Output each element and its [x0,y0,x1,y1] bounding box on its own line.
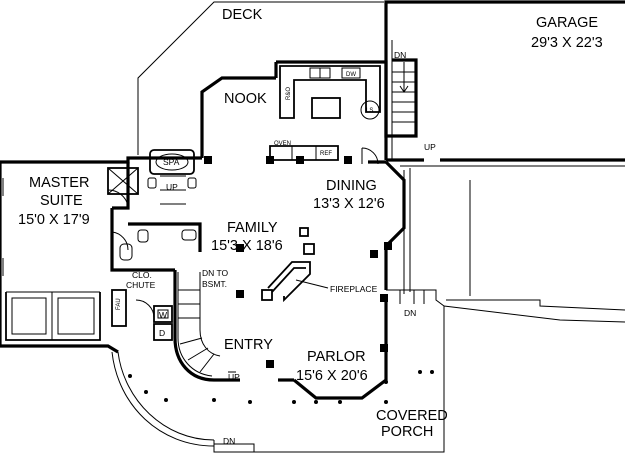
ref-label: REF [320,151,332,157]
entry-label: ENTRY [224,337,273,353]
fireplace-label: FIREPLACE [330,284,378,294]
fireplace [261,227,329,303]
dw-label: DW [346,72,356,78]
ro-label: R&O [286,87,292,100]
porch-label-2: PORCH [381,424,433,440]
dn-to-label: DN TO [202,268,229,278]
master-size: 15'0 X 17'9 [18,212,90,228]
parlor-label: PARLOR [307,349,366,365]
garage-stair [392,62,416,123]
house-outline [0,58,418,400]
porch-label-1: COVERED [376,408,448,424]
family-size: 15'3 X 18'6 [211,238,283,254]
master-suite-internals [2,149,202,341]
kitchen-up-label: UP [424,142,436,152]
dining-size: 13'3 X 12'6 [313,196,385,212]
deck [137,1,384,155]
columns [204,156,392,368]
dining-label: DINING [326,178,377,194]
dryer-label: D [159,328,165,338]
driveway [400,165,625,323]
garage-size: 29'3 X 22'3 [531,35,603,51]
spa-label: SPA [163,157,180,167]
kitchen [269,65,381,165]
fau-label: FAU [116,298,122,310]
washer-label: W [159,310,167,320]
master-suite-label: SUITE [40,193,83,209]
laundry [135,299,173,341]
entry-up-label: UP [228,372,240,382]
clo-label: CLO. [132,270,152,280]
garage-label: GARAGE [536,15,598,31]
master-label: MASTER [29,175,89,191]
bsmt-label: BSMT. [202,279,227,289]
deck-label: DECK [222,7,263,23]
family-label: FAMILY [227,220,278,236]
ls-label: LS [366,108,373,114]
garage-dn-label: DN [394,50,406,60]
porch-dn-label: DN [404,308,416,318]
oven-label: OVEN [274,141,291,147]
bottom-dn-label: DN [223,436,235,446]
entry-stair [177,272,236,377]
chute-label: CHUTE [126,280,156,290]
nook-label: NOOK [224,91,267,107]
covered-porch [111,289,445,453]
parlor-size: 15'6 X 20'6 [296,368,368,384]
bath-up-label: UP [166,182,178,192]
